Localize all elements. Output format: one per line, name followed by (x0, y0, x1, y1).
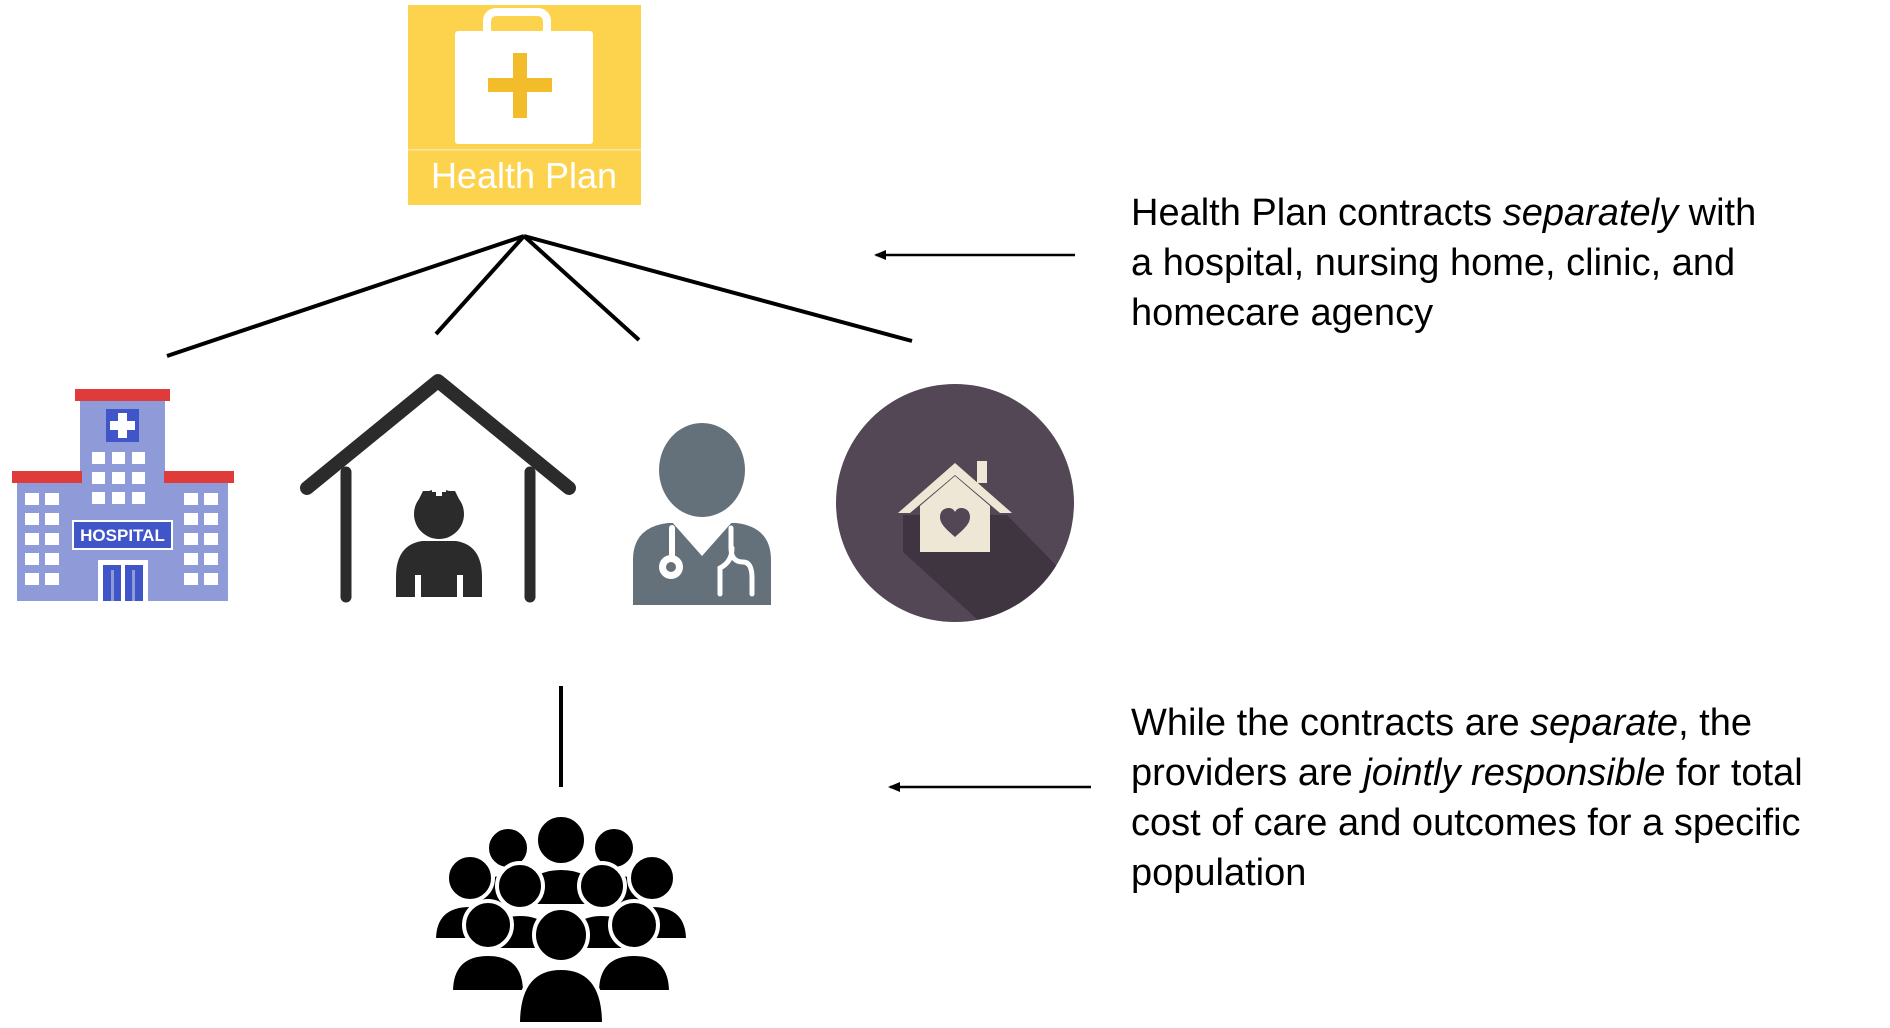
people-group-icon (431, 813, 691, 1026)
note-text: Health Plan contracts (1131, 192, 1503, 234)
medical-kit-icon (455, 8, 593, 144)
home-heart-icon (836, 384, 1074, 622)
note-text: for total (1665, 752, 1803, 794)
contract-connectors (166, 234, 913, 787)
note-emphasis: jointly responsible (1363, 752, 1666, 794)
hospital-windows (25, 452, 218, 585)
note-text: homecare agency (1131, 292, 1434, 334)
note-line: providers are jointly responsible for to… (1131, 748, 1803, 798)
note-emphasis: separate (1530, 702, 1679, 744)
connector-nursing-home (434, 234, 526, 336)
note-text: cost of care and outcomes for a specific (1131, 802, 1801, 844)
hospital-door (98, 560, 148, 601)
note-line: cost of care and outcomes for a specific (1131, 798, 1803, 848)
note-line: population (1131, 848, 1803, 898)
note-text: , the (1678, 702, 1753, 744)
note-text: providers are (1131, 752, 1364, 794)
health-plan-label: Health Plan (431, 155, 617, 196)
hospital-sign (72, 520, 173, 550)
nursing-home-icon (300, 374, 576, 603)
doctor-icon (633, 423, 771, 605)
hospital-sign-text: HOSPITAL (80, 526, 165, 545)
connector-homecare (523, 234, 913, 343)
note-line: Health Plan contracts separately with (1131, 188, 1756, 238)
connector-clinic (522, 234, 641, 342)
note-text: population (1131, 852, 1307, 894)
note-line: homecare agency (1131, 288, 1756, 338)
note-line: a hospital, nursing home, clinic, and (1131, 238, 1756, 288)
note-line: While the contracts are separate, the (1131, 698, 1803, 748)
note-emphasis: separately (1502, 192, 1679, 234)
note-text: While the contracts are (1131, 702, 1531, 744)
note-text: a hospital, nursing home, clinic, and (1131, 242, 1736, 284)
connector-hospital (166, 234, 525, 358)
hospital-icon: HOSPITAL (12, 389, 234, 601)
note-text: with (1678, 192, 1757, 234)
health-plan-node: Health Plan (408, 5, 641, 205)
